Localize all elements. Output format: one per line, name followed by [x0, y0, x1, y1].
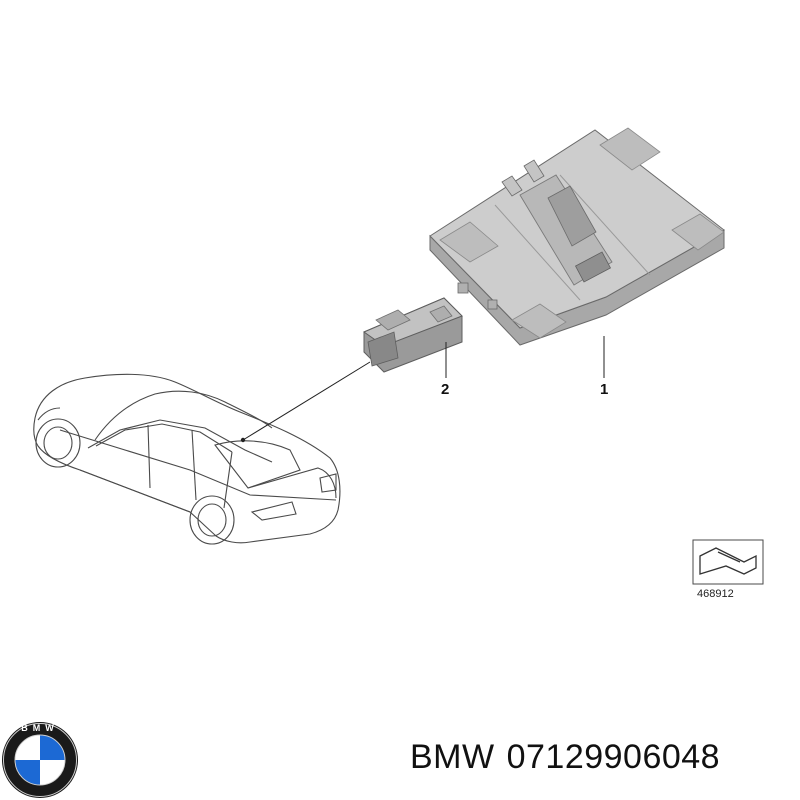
bmw-logo: BMW: [2, 722, 78, 798]
reference-box: [692, 539, 764, 585]
brand-name: BMW: [410, 738, 495, 776]
reference-number: 468912: [697, 588, 734, 600]
arrow-icon: [699, 547, 757, 575]
control-unit-part-1: [429, 127, 725, 346]
svg-text:BMW: BMW: [21, 723, 59, 733]
callout-number-2: 2: [441, 381, 449, 398]
callout-number-1: 1: [600, 381, 608, 398]
leader-dot: [240, 437, 246, 443]
part-number: 07129906048: [506, 738, 721, 776]
leader-lines: [242, 336, 605, 441]
sensor-module-part-2: [362, 297, 463, 373]
part-caption: BMW 07129906048: [410, 738, 720, 777]
vehicle-outline-drawing: [33, 373, 341, 545]
